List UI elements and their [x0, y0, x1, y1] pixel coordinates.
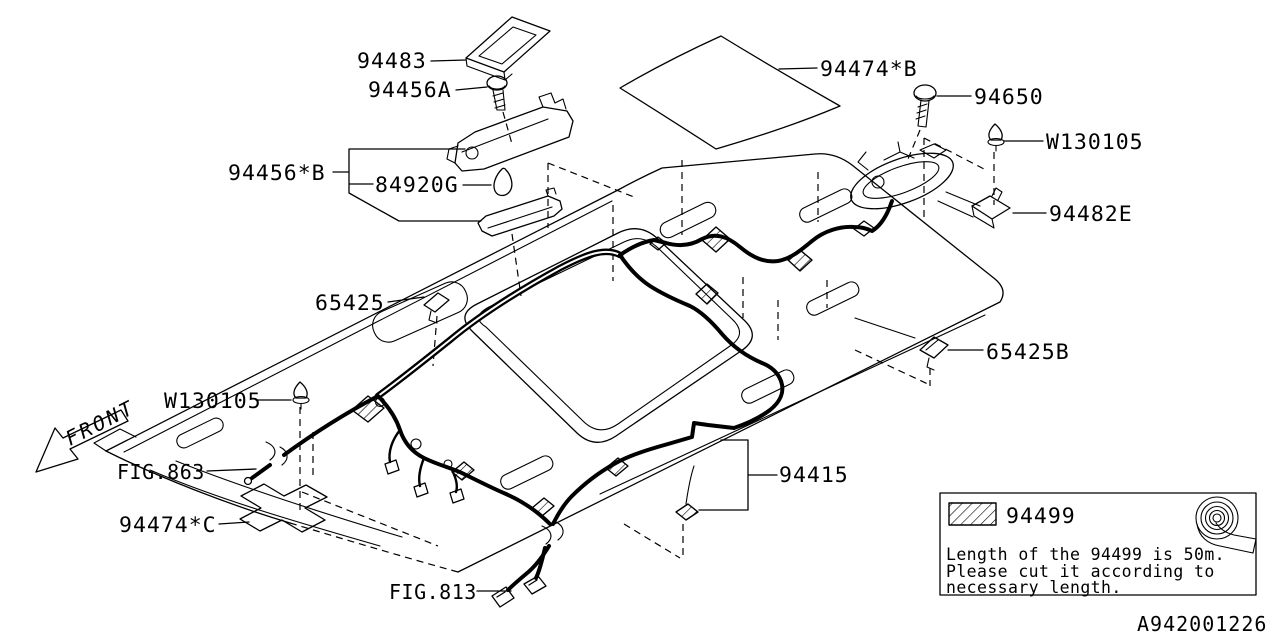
front-arrow-label: FRONT [61, 395, 139, 451]
part-lamp-lens [477, 187, 563, 237]
wire-break-symbol [541, 521, 564, 545]
callout-94474B: 94474*B [820, 57, 918, 82]
part-94483-tray [465, 16, 551, 81]
legend-border [939, 492, 1257, 596]
harness-retainer-patch [701, 226, 731, 253]
trim-slots [176, 188, 860, 490]
part-94474C-pad [239, 483, 328, 533]
part-84920G-bulb [493, 167, 513, 197]
part-94474B-pad [619, 35, 841, 150]
callout-94474C: 94474*C [119, 513, 217, 538]
callouts: 94483 94456A 94456*B 84920G 94474*B 9465… [117, 49, 1144, 604]
construction-lines [299, 111, 995, 560]
legend-note-line1: Length of the 94499 is 50m. [946, 545, 1225, 564]
harness-connector-plug [384, 459, 400, 475]
harness-clip [853, 220, 875, 237]
rear-lamp-assembly [850, 141, 954, 210]
callout-94456A: 94456A [368, 78, 452, 103]
part-W130105-clip-left [292, 381, 310, 410]
harness-connector-plug [449, 488, 465, 504]
headliner-outline [93, 153, 1004, 573]
sunroof-opening [464, 228, 753, 443]
callout-94456B: 94456*B [228, 161, 326, 186]
tape-roll-icon [1195, 496, 1257, 554]
harness-retainer-patch [531, 497, 555, 517]
callout-84920G: 84920G [375, 173, 459, 198]
harness-end-terminal [243, 476, 253, 486]
harness-connector-plug [413, 482, 429, 498]
roof-harness-94415 [243, 199, 894, 608]
callout-94483: 94483 [357, 49, 427, 74]
callout-fig813: FIG.813 [389, 580, 477, 604]
harness-retainer-patch [605, 457, 629, 477]
part-65425-clip [423, 292, 450, 324]
callout-94482E: 94482E [1049, 202, 1133, 227]
harness-retainer-patch [787, 249, 813, 272]
harness-retainer-patch [451, 461, 475, 481]
harness-connector-plug [675, 503, 699, 521]
part-W130105-clip-right [987, 123, 1005, 152]
part-94456B-lamp-assembly [446, 92, 574, 172]
harness-connector-plug [491, 586, 515, 608]
callout-fig863: FIG.863 [117, 460, 205, 484]
harness-connector-plug [523, 575, 547, 595]
front-direction-arrow [35, 409, 129, 473]
legend-hatch-swatch [948, 502, 997, 526]
drawing-number: A942001226 [1137, 612, 1267, 636]
harness-retainer-patch [695, 283, 719, 305]
part-94650-screw [913, 84, 937, 128]
part-94482E-bracket [937, 187, 1011, 229]
harness-retainer-patch [351, 395, 385, 423]
legend-part-number: 94499 [1006, 504, 1076, 529]
part-65425B-clip [919, 336, 949, 371]
callout-65425: 65425 [315, 291, 385, 316]
callout-94415: 94415 [779, 463, 849, 488]
harness-clip [649, 236, 667, 251]
callout-65425B: 65425B [986, 340, 1070, 365]
legend-note-line2: Please cut it according to [946, 562, 1215, 581]
callout-94650: 94650 [974, 85, 1044, 110]
map-light-opening [372, 281, 468, 343]
part-94456A-screw [486, 75, 508, 111]
callout-W130105-left: W130105 [164, 389, 262, 414]
legend-note-line3: necessary length. [946, 578, 1122, 597]
callout-W130105-right: W130105 [1046, 130, 1144, 155]
legend-box: 94499 Length of the 94499 is 50m. Please… [939, 492, 1257, 597]
